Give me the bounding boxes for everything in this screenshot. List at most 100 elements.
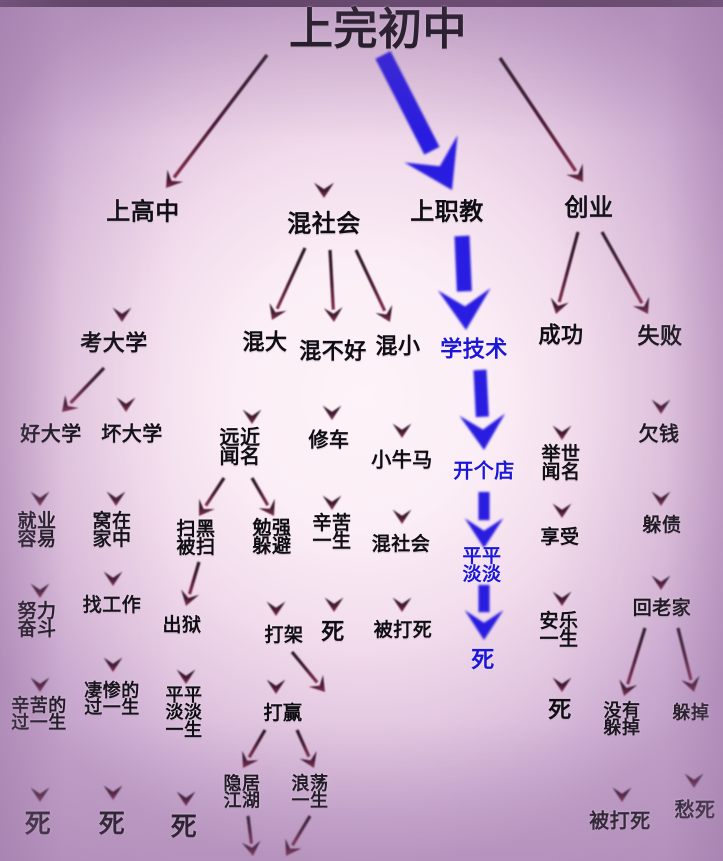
arrow-shaft — [676, 627, 693, 681]
arrow-shaft — [187, 561, 201, 595]
flow-node: 失败 — [637, 324, 683, 350]
arrow-head — [314, 182, 334, 198]
flow-node: 就业 容易 — [17, 509, 57, 550]
arrow-head — [30, 677, 50, 692]
arrow-head — [552, 677, 572, 692]
arrow-shaft — [557, 231, 580, 303]
flow-node: 混社会 — [371, 532, 431, 555]
flow-node: 考大学 — [80, 331, 148, 357]
arrow-head — [242, 409, 262, 424]
flow-node: 扫黑 被扫 — [176, 517, 216, 558]
arrow-head — [181, 589, 199, 606]
flow-node: 愁死 — [674, 797, 716, 822]
dark-arrow-group — [30, 53, 704, 856]
arrow-shaft — [172, 53, 269, 179]
flow-node: 辛苦的 过一生 — [11, 695, 67, 734]
flow-node: 死 — [471, 646, 495, 673]
arrow-head — [106, 491, 126, 506]
flow-node: 辛苦 一生 — [312, 511, 352, 552]
arrow-head — [552, 425, 572, 440]
arrow-shaft — [290, 815, 312, 847]
flow-node: 死 — [170, 812, 198, 843]
arrow-head — [269, 303, 287, 320]
arrow-head — [632, 296, 650, 314]
arrow-head — [308, 675, 325, 692]
arrow-shaft — [328, 249, 335, 310]
arrow-head — [619, 679, 638, 696]
flow-node: 窝在 家中 — [92, 509, 132, 550]
arrow-head — [176, 791, 196, 806]
arrow-shaft — [626, 627, 647, 685]
top-border-band — [0, 0, 723, 7]
flow-node: 找工作 — [82, 593, 142, 616]
arrow-shaft — [204, 477, 226, 507]
flow-node: 远近 闻名 — [219, 424, 261, 468]
flow-node: 打赢 — [263, 701, 303, 724]
arrow-head — [266, 601, 286, 616]
arrow-head — [258, 498, 275, 516]
arrow-head — [299, 751, 317, 768]
arrow-shaft — [247, 729, 267, 759]
flow-node: 混小 — [375, 334, 421, 360]
flow-node: 死 — [321, 618, 345, 645]
flow-node: 修车 — [308, 427, 350, 452]
arrow-head — [404, 135, 458, 190]
arrow-head — [103, 657, 123, 672]
flow-node: 上完初中 — [289, 3, 467, 55]
arrow-head — [392, 597, 412, 612]
arrow-head — [552, 503, 572, 518]
arrow-head — [176, 669, 196, 684]
arrow-shaft — [600, 231, 644, 304]
arrow-shaft — [498, 57, 578, 172]
flow-node: 浪荡 一生 — [291, 773, 329, 812]
arrow-shaft — [290, 650, 319, 684]
arrow-head — [62, 395, 79, 412]
flow-node: 学技术 — [440, 337, 508, 363]
flow-node: 混大 — [242, 330, 288, 356]
flow-node: 开个店 — [453, 458, 515, 483]
arrow-head — [651, 399, 671, 414]
arrow-head — [681, 675, 700, 692]
flow-node: 死 — [98, 809, 126, 840]
flow-node: 躲掉 — [672, 702, 710, 724]
arrow-shaft — [375, 51, 440, 155]
flow-node: 平平 淡淡 一生 — [165, 685, 203, 741]
arrow-head — [242, 750, 259, 768]
flow-node: 死 — [548, 696, 572, 723]
flow-node: 欠钱 — [638, 421, 680, 446]
flow-node: 混社会 — [287, 209, 361, 238]
flow-node: 凄惨的 过一生 — [84, 680, 140, 719]
arrow-head — [30, 787, 50, 802]
arrow-head — [103, 785, 123, 800]
arrow-head — [375, 305, 393, 322]
arrow-head — [438, 288, 491, 330]
arrow-shaft — [246, 815, 254, 844]
flow-node: 举世 闻名 — [541, 442, 581, 483]
arrow-head — [612, 787, 632, 802]
flow-node: 上职教 — [410, 197, 484, 226]
flow-node: 坏大学 — [101, 421, 163, 446]
arrow-head — [30, 491, 50, 506]
flow-node: 享受 — [540, 525, 580, 548]
arrow-shaft — [295, 729, 311, 758]
flow-node: 回老家 — [632, 596, 692, 619]
arrow-head — [322, 405, 342, 420]
arrow-head — [112, 307, 132, 322]
flow-node: 没有 躲掉 — [603, 700, 641, 739]
flow-node: 被打死 — [589, 808, 651, 833]
arrow-head — [103, 571, 123, 586]
arrow-head — [324, 597, 344, 612]
flow-node: 死 — [24, 809, 52, 840]
arrow-shaft — [473, 369, 489, 418]
arrow-shaft — [454, 235, 472, 292]
arrow-head — [651, 575, 671, 590]
flow-node: 小牛马 — [371, 447, 433, 472]
flow-node: 隐居 江湖 — [223, 773, 261, 812]
flow-node: 好大学 — [20, 421, 82, 446]
arrow-head — [566, 163, 583, 182]
arrow-head — [550, 297, 569, 314]
arrow-head — [464, 518, 504, 548]
arrow-shaft — [250, 477, 270, 507]
